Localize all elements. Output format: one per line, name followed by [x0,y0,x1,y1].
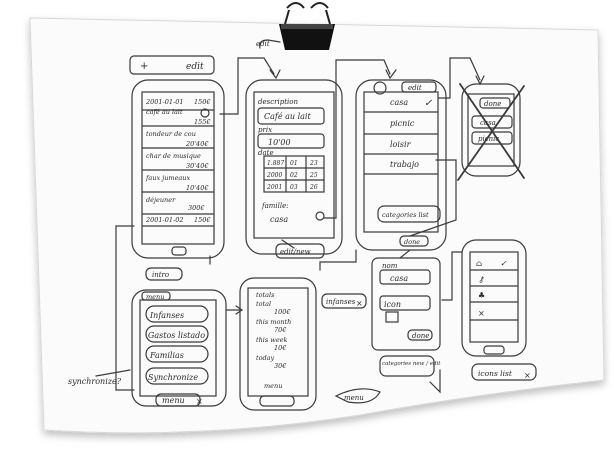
totals-line: this week [256,336,288,344]
form-new-category-sketch [371,257,441,377]
totals-line: 30€ [274,362,286,370]
totals-title: totals [256,291,275,299]
close-icon: × [524,371,531,380]
phone-icons-sketch [461,239,537,381]
menu-item: Familias [149,351,184,360]
phone-totals-sketch [239,277,317,411]
phone-edit-sketch [245,79,343,259]
phone1-intro: intro [152,271,169,279]
phone3-item: casa [390,98,408,107]
phone2-date-cell: 1.887 [267,160,284,167]
totals-line: 10€ [274,344,286,352]
phone3-item: trabajo [390,160,419,169]
phone2-date-cell: 2001 [266,184,282,191]
phone4-done: done [484,100,501,108]
close-icon: × [196,397,203,406]
key-icon: ⚷ [478,275,484,284]
phone2-description-label: description [258,98,298,106]
infanses-label: infanses [326,298,356,306]
phone1-row-amount: 150€ [194,98,211,106]
phone2-edit-new: edit/new [280,248,311,256]
phone2-date-cell: 03 [290,184,298,191]
flow-arrows [95,39,485,404]
phone1-edit: edit [186,62,204,72]
phone2-date-cell: 26 [309,184,318,191]
menu-bubble-label: menu [344,394,364,402]
phone1-row-amount: 300€ [188,204,205,212]
form-categories-new-edit: categories new / edit [382,361,441,367]
phone1-row: faux jumeaux [145,174,190,182]
synchronize-label: synchronize? [68,377,122,386]
check-icon: ✓ [500,259,507,268]
phone2-date-cell: 23 [309,160,318,167]
menu-item: Gastos listado [148,331,205,340]
phone3-item: picnic [390,119,415,128]
phone4-item: picnic [478,135,499,143]
phone3-done: done [404,238,420,246]
phone1-row-amount: 20'40€ [185,140,208,148]
phone1-row-amount: 10'40€ [186,184,208,192]
form-icon-label: icon [384,300,401,309]
phone2-date-cell: 2000 [266,172,282,179]
phone2-family-label: famille: [261,202,289,210]
menu-item: Infanses [149,311,184,320]
totals-line: 100€ [274,308,291,316]
form-name-value: casa [390,274,408,283]
phone2-date-cell: 02 [290,172,298,179]
totals-line: total [256,300,271,308]
phone1-plus: + [140,61,148,72]
phone-categories-sketch [355,79,447,251]
phone4-item: casa [480,119,496,127]
phone2-family-value: casa [270,215,288,224]
phone1-row: 2001-01-01 [145,98,183,106]
close-icon: × [478,309,485,318]
form-done: done [412,332,429,340]
phone2-date-label: date [258,149,274,157]
infanses-box [321,293,367,309]
phone1-row: char de musique [146,152,201,160]
menu-bottom-label: menu [162,396,185,405]
house-icon: ⌂ [476,259,482,268]
phone-crossed-sketch [457,83,525,181]
phone1-row: tondeur de cou [146,130,196,138]
phone1-row-amount: 155€ [194,118,211,126]
phone3-edit: edit [408,84,422,92]
phone3-categories-list: categories list [382,211,429,219]
totals-line: 70€ [274,326,286,334]
phone-menu-sketch [131,289,227,407]
phone1-row: café au lait [146,108,183,116]
phone1-row: 2001-01-02 [145,216,183,224]
paper-sheet [29,17,605,434]
phone2-description-value: Café au lait [264,112,311,121]
icons-list-label: icons list [478,369,513,378]
close-icon: × [356,299,363,308]
phone1-row-amount: 30'40€ [186,162,208,170]
edit-small-label: edit [256,40,270,48]
check-icon: ✓ [424,98,433,109]
totals-menu: menu [264,382,282,390]
phone2-price-value: 10'00 [268,138,291,147]
binder-clip-icon [279,2,335,50]
phone2-price-label: prix [258,126,272,134]
menu-item: Synchronize [148,373,198,382]
phone2-date-cell: 25 [309,172,318,179]
phone1-row-amount: 150€ [194,216,211,224]
totals-line: this month [256,318,291,326]
form-name-label: nom [382,262,398,270]
phone3-item: loisir [390,140,412,149]
sketch-text: + edit 2001-01-01 150€ café au lait 155€… [68,40,531,406]
totals-line: today [256,354,275,362]
phone1-row: déjeuner [146,196,176,204]
phone2-date-cell: 01 [290,160,298,167]
tree-icon: ♣ [478,291,485,300]
phone-list-sketch [129,55,225,281]
menu-phone-top: menu [146,293,164,301]
